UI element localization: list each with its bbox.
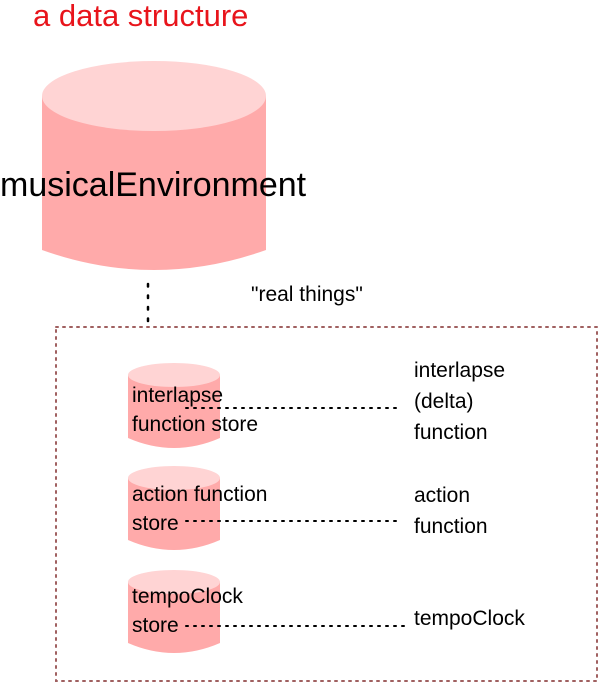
store-label-line: store [132, 614, 179, 637]
store-label-line: function store [132, 413, 259, 436]
diagram-title: a data structure [33, 0, 249, 33]
store-label: action function store [132, 480, 267, 538]
real-thing-line: action [414, 484, 471, 507]
store-cylinder-top [128, 466, 220, 490]
store-cylinder-body [128, 582, 220, 653]
real-thing-line: interlapse [414, 359, 506, 382]
store-label: interlapse function store [132, 381, 258, 439]
real-things-label: "real things" [251, 283, 363, 306]
real-thing-line: (delta) [414, 390, 474, 413]
store-cylinder-interlapse [128, 363, 220, 448]
store-label: tempoClock store [132, 582, 243, 640]
store-cylinder-top [128, 570, 220, 594]
store-label-line: action function [132, 483, 268, 506]
store-label-line: store [132, 512, 179, 535]
real-thing-label: tempoClock [414, 603, 525, 634]
real-thing-label: interlapse (delta) function [414, 355, 505, 448]
store-cylinder-body [128, 478, 220, 550]
real-thing-line: tempoClock [414, 607, 525, 630]
main-store-label: musicalEnvironment [0, 166, 307, 204]
store-cylinder-body [128, 375, 220, 448]
real-things-box [55, 326, 598, 682]
main-cylinder [42, 61, 266, 270]
real-thing-line: function [414, 515, 488, 538]
real-thing-line: function [414, 421, 488, 444]
store-label-line: tempoClock [132, 585, 243, 608]
main-cylinder-body [42, 96, 266, 270]
main-cylinder-top [42, 61, 266, 131]
store-label-line: interlapse [132, 384, 224, 407]
store-cylinder-top [128, 363, 220, 387]
store-cylinder-tempoclock [128, 570, 220, 653]
store-cylinder-action [128, 466, 220, 550]
real-thing-label: action function [414, 480, 488, 542]
